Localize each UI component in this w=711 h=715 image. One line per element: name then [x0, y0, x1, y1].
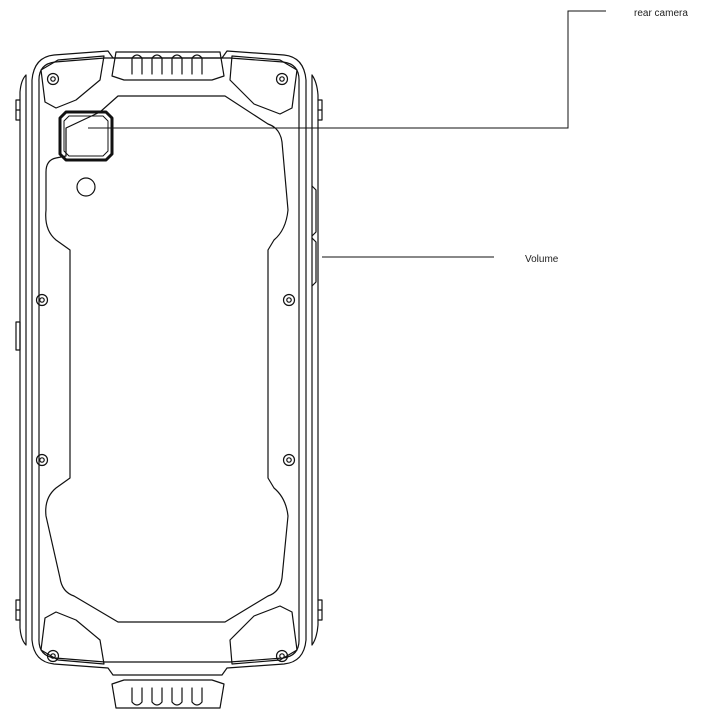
screw-top-right — [275, 72, 289, 86]
screw-mid-left-upper — [35, 293, 49, 307]
volume-label: Volume — [525, 254, 559, 265]
screw-mid-left-lower — [35, 453, 49, 467]
screw-mid-right-lower — [282, 453, 296, 467]
volume-up-key — [311, 185, 317, 237]
screw-top-left — [46, 72, 60, 86]
back-panel — [45, 95, 289, 623]
right-grip-ridges-bottom — [317, 599, 323, 621]
right-rail — [311, 74, 319, 646]
bottom-vent-frame — [111, 679, 225, 709]
right-grip-ridges-top — [317, 99, 323, 121]
rear-camera-inner — [63, 115, 109, 157]
left-side-key — [15, 321, 21, 351]
bottom-vent-slots — [131, 687, 203, 706]
left-rail — [19, 74, 27, 646]
left-grip-ridges-top — [15, 99, 21, 121]
rear-camera-outer — [58, 110, 114, 162]
top-vent-slots — [131, 54, 203, 75]
top-left-bumper — [40, 55, 105, 109]
phone-body-inner-contour — [38, 57, 300, 663]
screw-mid-right-upper — [282, 293, 296, 307]
screw-bottom-right — [275, 649, 289, 663]
rear-camera-label: rear camera — [634, 8, 688, 19]
left-grip-ridges-bottom — [15, 599, 21, 621]
phone-body-outline — [31, 50, 307, 676]
top-right-bumper — [229, 55, 298, 115]
top-vent-frame — [111, 51, 225, 81]
screw-bottom-left — [46, 649, 60, 663]
bottom-left-bumper — [40, 611, 105, 665]
volume-down-key — [311, 237, 317, 287]
flash-icon — [76, 177, 96, 197]
rear-camera-leader-line — [88, 10, 606, 129]
bottom-right-bumper — [229, 605, 298, 665]
